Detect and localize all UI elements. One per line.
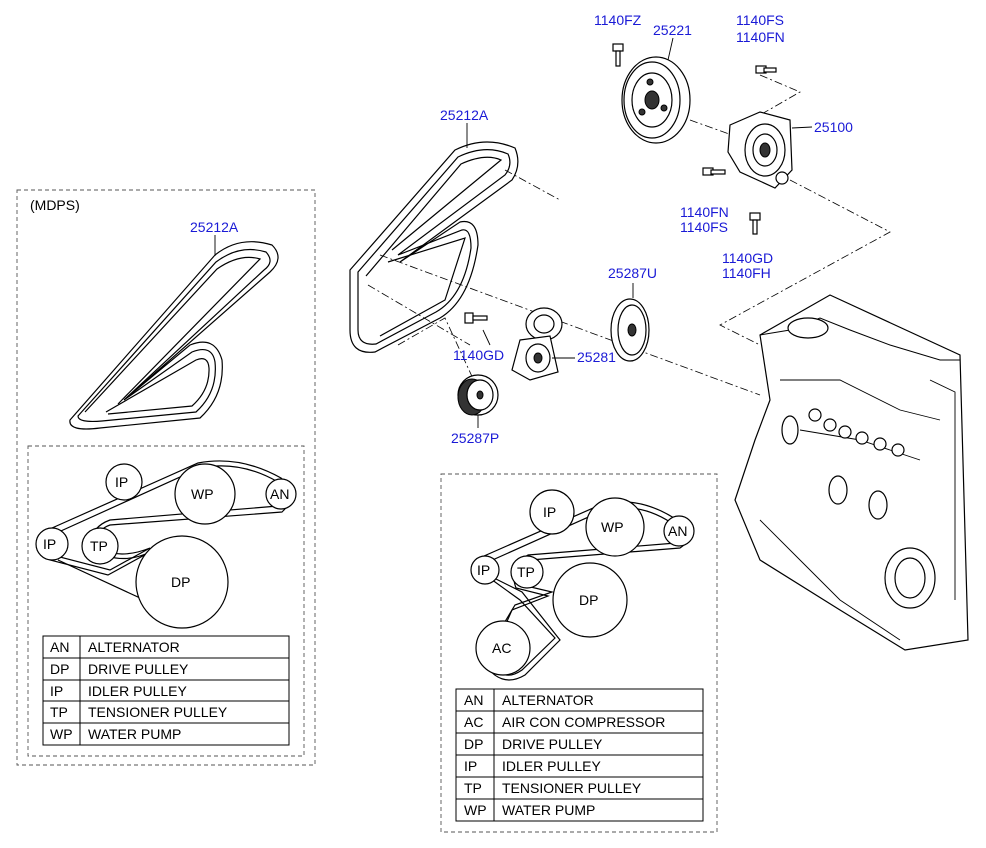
mdps-pulley-wp xyxy=(174,463,236,525)
ac-legend-code-0: AN xyxy=(464,692,483,708)
mdps-label-dp: DP xyxy=(171,574,190,590)
callout-1140fs-mid: 1140FS xyxy=(680,219,728,235)
bolt-1140gd-tensioner xyxy=(464,312,491,346)
ac-label-wp: WP xyxy=(601,519,624,535)
mdps-legend-name-4: WATER PUMP xyxy=(88,726,181,742)
ac-label-ip-top: IP xyxy=(543,504,556,520)
ac-pulley-ip-left xyxy=(470,555,500,585)
mdps-pulley-ip-top xyxy=(105,463,143,501)
mdps-pulley-dp xyxy=(135,535,229,629)
bolt-1140fn-mid xyxy=(702,167,726,176)
mdps-legend-name-0: ALTERNATOR xyxy=(88,639,180,655)
bolt-1140fz xyxy=(612,43,624,67)
mdps-pulley-an xyxy=(265,478,297,510)
callout-1140gd-tensioner: 1140GD xyxy=(453,347,504,363)
main-belt-drawing xyxy=(349,123,519,353)
tensioner xyxy=(511,307,575,381)
mdps-legend-name-3: TENSIONER PULLEY xyxy=(88,704,228,720)
ac-label-ac: AC xyxy=(492,640,511,656)
mdps-legend-name-2: IDLER PULLEY xyxy=(88,683,187,699)
mdps-legend-code-1: DP xyxy=(50,661,69,677)
ac-legend-code-3: IP xyxy=(464,758,477,774)
ac-label-tp: TP xyxy=(517,564,535,580)
ac-pulley-layout xyxy=(470,489,695,681)
ac-layout-box xyxy=(440,473,718,833)
ac-legend-name-5: WATER PUMP xyxy=(502,802,595,818)
water-pump-pulley xyxy=(621,37,691,144)
callout-25281: 25281 xyxy=(577,349,616,365)
ac-pulley-wp xyxy=(585,497,645,557)
mdps-pulley-ip-left xyxy=(35,527,69,561)
mdps-label-tp: TP xyxy=(90,538,108,554)
ac-legend-code-2: DP xyxy=(464,736,483,752)
ac-pulley-ac xyxy=(475,620,531,676)
mdps-label-an: AN xyxy=(270,486,289,502)
bolt-1140fs-top xyxy=(755,65,777,74)
callout-25212a-main: 25212A xyxy=(440,107,489,123)
idler-pulley-upper xyxy=(610,283,650,362)
ac-legend-name-2: DRIVE PULLEY xyxy=(502,736,603,752)
callout-1140gd-right: 1140GD xyxy=(722,250,773,266)
mdps-legend-table xyxy=(42,635,290,746)
mdps-legend-name-1: DRIVE PULLEY xyxy=(88,661,189,677)
mdps-pulley-layout xyxy=(35,460,297,629)
ac-pulley-ip-top xyxy=(529,489,575,535)
ac-legend-name-1: AIR CON COMPRESSOR xyxy=(502,714,665,730)
mdps-label: (MDPS) xyxy=(30,197,80,213)
ac-legend-name-0: ALTERNATOR xyxy=(502,692,594,708)
idler-pulley-lower xyxy=(457,374,499,428)
callout-25221: 25221 xyxy=(653,22,692,38)
mdps-belt-drawing xyxy=(69,235,279,430)
ac-pulley-tp xyxy=(510,555,544,589)
mdps-legend-code-0: AN xyxy=(50,639,69,655)
callout-1140fn-mid: 1140FN xyxy=(680,204,729,220)
bolt-1140gd-right xyxy=(749,212,761,235)
center-lines xyxy=(367,74,891,396)
ac-legend-code-5: WP xyxy=(464,802,487,818)
ac-label-ip-left: IP xyxy=(477,562,490,578)
mdps-pulley-tp xyxy=(81,527,119,565)
mdps-box xyxy=(16,189,316,766)
callout-1140fs-top: 1140FS xyxy=(736,12,784,28)
ac-legend-name-4: TENSIONER PULLEY xyxy=(502,780,642,796)
mdps-legend-code-2: IP xyxy=(50,683,63,699)
ac-legend-code-4: TP xyxy=(464,780,482,796)
ac-pulley-dp xyxy=(552,562,628,638)
water-pump xyxy=(727,111,813,189)
engine-block xyxy=(734,294,969,651)
ac-pulley-an xyxy=(663,515,695,547)
mdps-legend-code-3: TP xyxy=(50,704,68,720)
mdps-label-ip-left: IP xyxy=(43,536,56,552)
callout-25287u: 25287U xyxy=(608,265,657,281)
ac-legend-name-3: IDLER PULLEY xyxy=(502,758,601,774)
mdps-legend-code-4: WP xyxy=(50,726,73,742)
ac-legend-code-1: AC xyxy=(464,714,483,730)
callout-1140fz: 1140FZ xyxy=(594,12,642,28)
ac-legend-table xyxy=(455,688,704,822)
callout-25287p: 25287P xyxy=(451,430,499,446)
mdps-layout-box xyxy=(27,445,305,757)
ac-label-an: AN xyxy=(668,523,687,539)
callout-1140fn-top: 1140FN xyxy=(736,29,785,45)
mdps-label-wp: WP xyxy=(191,486,214,502)
ac-label-dp: DP xyxy=(579,592,598,608)
callout-25100: 25100 xyxy=(814,119,853,135)
callout-25212a-mdps: 25212A xyxy=(190,219,239,235)
mdps-label-ip-top: IP xyxy=(115,474,128,490)
callout-1140fh: 1140FH xyxy=(722,265,771,281)
